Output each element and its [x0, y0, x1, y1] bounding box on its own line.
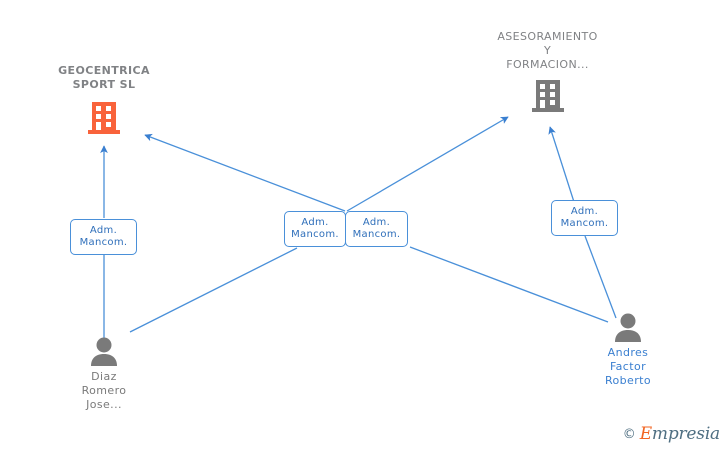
node-person-andres-factor[interactable]: Andres Factor Roberto [578, 312, 678, 388]
node-company-geocentrica[interactable]: GEOCENTRICA SPORT SL [34, 64, 174, 136]
node-person-diaz-romero[interactable]: Diaz Romero Jose... [54, 336, 154, 412]
edge-rel-center-to-geocentrica [144, 133, 346, 212]
relation-box-adm-mancom-right[interactable]: Adm. Mancom. [551, 200, 618, 236]
relation-box-adm-mancom-left[interactable]: Adm. Mancom. [70, 219, 137, 255]
edge-diaz-to-rel-center-left [129, 247, 298, 333]
copyright-symbol: © [622, 426, 636, 442]
person-icon[interactable] [87, 336, 121, 366]
person-label-diaz-romero: Diaz Romero Jose... [81, 370, 127, 411]
brand-initial: E [639, 424, 652, 444]
edge-rel-right-to-asesoramiento [548, 126, 575, 203]
relation-box-adm-mancom-center-left[interactable]: Adm. Mancom. [284, 211, 346, 247]
empresia-watermark: © Empresia [622, 424, 721, 444]
edge-rel-center-to-asesoramiento [346, 116, 509, 212]
building-icon[interactable] [531, 78, 565, 114]
brand-name: Empresia [639, 424, 721, 444]
person-label-andres-factor: Andres Factor Roberto [605, 346, 651, 387]
company-label-asesoramiento: ASESORAMIENTO Y FORMACION... [497, 30, 598, 71]
relation-box-adm-mancom-center-right[interactable]: Adm. Mancom. [345, 211, 408, 247]
person-icon[interactable] [611, 312, 645, 342]
company-label-geocentrica: GEOCENTRICA SPORT SL [58, 64, 150, 91]
edge-andres-to-rel-right [584, 235, 617, 319]
brand-rest: mpresia [651, 424, 720, 444]
building-icon[interactable] [87, 100, 121, 136]
edge-andres-to-rel-center-right [409, 246, 609, 323]
node-company-asesoramiento[interactable]: ASESORAMIENTO Y FORMACION... [470, 30, 625, 114]
